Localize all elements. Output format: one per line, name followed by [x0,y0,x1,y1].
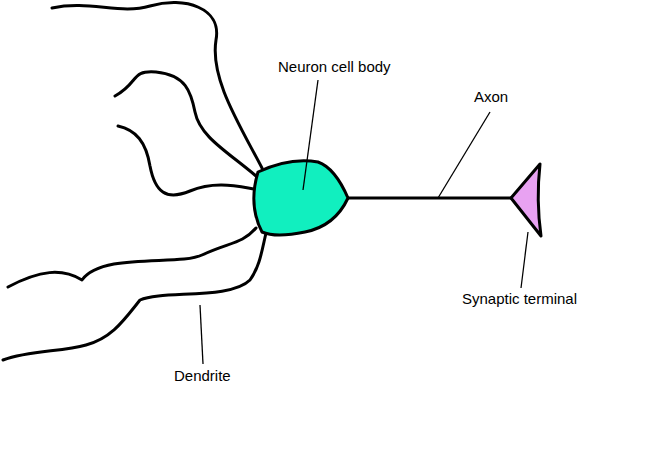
axon-line [346,197,512,200]
dendrite-branch [115,72,256,176]
leader-line [438,112,490,198]
leader-line [200,305,203,364]
dendrite-branch [118,126,254,195]
synaptic-terminal-shape [511,164,541,236]
dendrite-branch [8,228,256,287]
dendrite-branch [3,233,266,360]
part-label: Dendrite [174,367,294,385]
part-label: Axon [474,88,574,106]
leader-line [521,232,528,288]
dendrite-branch [52,3,262,168]
leader-line [303,80,318,190]
part-label: Synaptic terminal [462,290,632,308]
cell-body-shape [254,161,348,235]
part-label: Neuron cell body [278,58,448,76]
